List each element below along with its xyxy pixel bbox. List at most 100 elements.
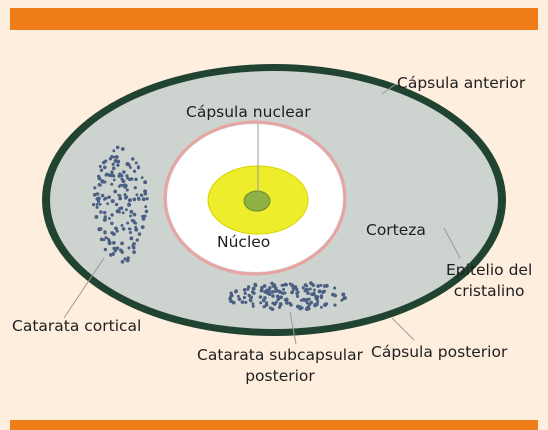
opacity-dot <box>128 227 131 230</box>
opacity-dot <box>128 203 131 206</box>
opacity-dot <box>120 241 124 245</box>
opacity-dot <box>111 252 115 256</box>
label-capsula-nuclear: Cápsula nuclear <box>186 102 311 123</box>
opacity-dot <box>112 247 116 251</box>
opacity-dot <box>103 198 106 201</box>
opacity-dot <box>99 210 102 213</box>
opacity-dot <box>325 284 329 288</box>
opacity-dot <box>331 293 335 297</box>
label-catarata-subcapsular-line2: posterior <box>178 366 382 387</box>
opacity-dot <box>141 225 145 229</box>
opacity-dot <box>144 215 147 218</box>
opacity-dot <box>107 238 110 241</box>
opacity-dot <box>306 291 309 294</box>
opacity-dot <box>285 297 288 300</box>
opacity-dot <box>122 227 126 231</box>
opacity-dot <box>312 292 316 296</box>
opacity-dot <box>229 296 232 299</box>
opacity-dot <box>99 165 102 168</box>
opacity-dot <box>97 175 100 178</box>
label-capsula-posterior: Cápsula posterior <box>371 342 507 363</box>
opacity-dot <box>122 179 126 183</box>
opacity-dot <box>99 203 102 206</box>
opacity-dot <box>306 301 309 304</box>
opacity-dot <box>275 301 278 304</box>
opacity-dot <box>125 174 128 177</box>
opacity-dot <box>243 288 247 292</box>
opacity-dot <box>96 206 99 209</box>
opacity-dot <box>292 290 295 293</box>
opacity-dot <box>132 250 136 254</box>
label-epitelio: Epitelio del cristalino <box>446 260 532 302</box>
opacity-dot <box>244 292 247 295</box>
opacity-dot <box>102 238 105 241</box>
opacity-dot <box>133 198 137 202</box>
opacity-dot <box>103 211 107 215</box>
opacity-dot <box>133 213 137 217</box>
opacity-dot <box>309 301 313 305</box>
label-catarata-subcapsular: Catarata subcapsular posterior <box>178 345 382 387</box>
opacity-dot <box>109 157 112 160</box>
opacity-dot <box>92 203 95 206</box>
opacity-dot <box>127 246 130 249</box>
opacity-dot <box>276 298 279 301</box>
opacity-dot <box>305 307 309 311</box>
opacity-dot <box>268 286 271 289</box>
opacity-dot <box>134 178 138 182</box>
opacity-dot <box>135 193 138 196</box>
label-catarata-subcapsular-line1: Catarata subcapsular <box>178 345 382 366</box>
label-corteza: Corteza <box>366 220 426 241</box>
opacity-dot <box>237 295 240 298</box>
opacity-dot <box>260 289 264 293</box>
opacity-dot <box>263 284 267 288</box>
opacity-dot <box>270 282 273 285</box>
opacity-dot <box>268 293 271 296</box>
opacity-dot <box>129 231 132 234</box>
opacity-dot <box>112 241 116 245</box>
opacity-dot <box>265 301 268 304</box>
opacity-dot <box>106 202 109 205</box>
opacity-dot <box>302 298 306 302</box>
opacity-dot <box>254 283 258 287</box>
opacity-dot <box>110 183 113 186</box>
opacity-dot <box>282 288 285 291</box>
opacity-dot <box>238 298 241 301</box>
opacity-dot <box>132 242 136 246</box>
opacity-dot <box>97 200 100 203</box>
opacity-dot <box>323 290 326 293</box>
opacity-dot <box>115 203 118 206</box>
opacity-dot <box>252 292 255 295</box>
opacity-dot <box>271 302 274 305</box>
opacity-dot <box>118 185 121 188</box>
opacity-dot <box>96 203 99 206</box>
opacity-dot <box>110 231 113 234</box>
opacity-dot <box>137 166 140 169</box>
opacity-dot <box>263 296 267 300</box>
opacity-dot <box>112 149 115 152</box>
opacity-dot <box>129 215 132 218</box>
opacity-dot <box>126 188 129 191</box>
opacity-dot <box>129 236 133 240</box>
opacity-dot <box>232 301 236 305</box>
opacity-dot <box>288 302 291 305</box>
opacity-dot <box>279 303 282 306</box>
opacity-dot <box>311 283 315 287</box>
opacity-dot <box>126 258 130 262</box>
opacity-dot <box>103 166 107 170</box>
opacity-dot <box>247 285 251 289</box>
opacity-dot <box>144 192 147 195</box>
opacity-dot <box>108 173 111 176</box>
opacity-dot <box>140 194 143 197</box>
label-nucleo: Núcleo <box>217 232 270 253</box>
opacity-dot <box>146 197 149 200</box>
label-capsula-anterior: Cápsula anterior <box>397 73 525 94</box>
opacity-dot <box>252 305 255 308</box>
opacity-dot <box>128 198 132 202</box>
opacity-dot <box>104 160 107 163</box>
opacity-dot <box>120 174 123 177</box>
opacity-dot <box>285 301 289 305</box>
opacity-dot <box>267 289 270 292</box>
opacity-dot <box>123 183 126 186</box>
opacity-dot <box>305 284 308 287</box>
opacity-dot <box>263 290 267 294</box>
